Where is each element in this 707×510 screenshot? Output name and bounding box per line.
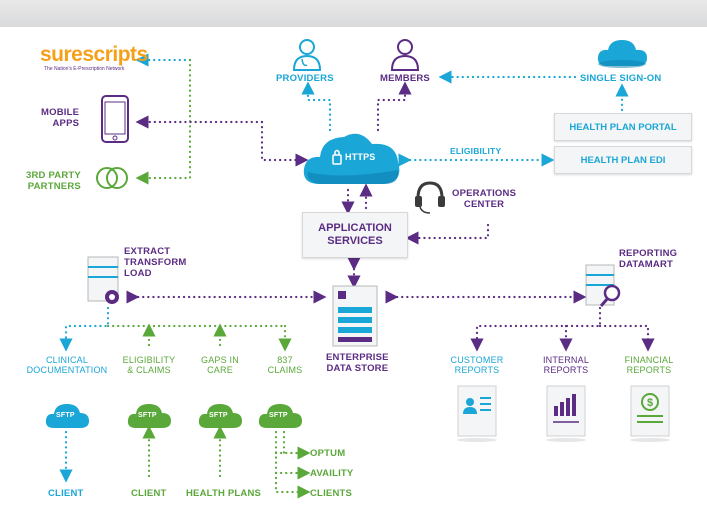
etl-label: EXTRACT TRANSFORM LOAD — [124, 246, 187, 279]
sftp-label: SFTP — [138, 412, 157, 419]
target-health-plans: HEALTH PLANS — [186, 488, 262, 499]
target-client-clinical: CLIENT — [48, 488, 84, 499]
health-plan-edi-label: HEALTH PLAN EDI — [580, 154, 666, 166]
report-title-financial: FINANCIAL REPORTS — [624, 355, 674, 375]
feed-title-eligibility: ELIGIBILITY & CLAIMS — [122, 355, 176, 375]
logo-text: surescripts — [40, 43, 148, 66]
smartphone-icon — [101, 95, 129, 143]
eligibility-label: ELIGIBILITY — [450, 146, 502, 156]
feed-title-gaps: GAPS IN CARE — [201, 355, 239, 375]
headset-icon — [415, 181, 445, 214]
connector — [598, 324, 655, 352]
application-services-box: APPLICATION SERVICES — [302, 212, 408, 258]
sftp-cloud-icon — [258, 404, 302, 428]
operations-center-label: OPERATIONS CENTER — [452, 188, 517, 210]
internal-report-document-icon — [546, 385, 586, 442]
health-plan-portal-label: HEALTH PLAN PORTAL — [569, 121, 677, 133]
feed-title-837: 837 CLAIMS — [267, 355, 303, 375]
customer-report-document-icon — [457, 385, 497, 442]
health-plan-portal-box: HEALTH PLAN PORTAL — [554, 113, 692, 141]
connector — [59, 306, 110, 352]
https-label: HTTPS — [345, 152, 376, 162]
providers-label: PROVIDERS — [276, 73, 334, 84]
connector — [405, 223, 490, 245]
application-services-label: APPLICATION SERVICES — [318, 222, 392, 247]
connector — [135, 58, 192, 185]
member-person-icon — [390, 39, 420, 71]
report-title-internal: INTERNAL REPORTS — [542, 355, 590, 375]
doctor-icon — [292, 39, 322, 71]
members-label: MEMBERS — [380, 73, 430, 84]
third-party-label: 3RD PARTY PARTNERS — [26, 170, 81, 192]
target-client-eligibility: CLIENT — [131, 488, 167, 499]
reporting-datamart-label: REPORTING DATAMART — [619, 248, 678, 270]
sftp-cloud-icon — [198, 404, 242, 428]
datamart-server-icon — [585, 264, 621, 307]
mobile-apps-label: MOBILE APPS — [41, 107, 80, 129]
surescripts-logo: surescripts The Nation's E-Prescription … — [40, 43, 148, 73]
financial-report-document-icon: $ — [630, 385, 670, 442]
connector — [376, 81, 412, 132]
data-store-server-icon — [332, 285, 378, 347]
sftp-label: SFTP — [56, 412, 75, 419]
connector — [274, 430, 311, 499]
sftp-cloud-icon — [45, 404, 89, 428]
connector — [470, 306, 602, 352]
sftp-label: SFTP — [209, 412, 228, 419]
sftp-cloud-icon — [127, 404, 171, 428]
single-sign-on-label: SINGLE SIGN-ON — [580, 73, 662, 84]
target-optum: OPTUM — [310, 448, 346, 459]
partners-rings-icon — [96, 167, 128, 189]
https-cloud-icon — [303, 133, 400, 184]
report-title-customer: CUSTOMER REPORTS — [450, 355, 504, 375]
top-banner — [0, 0, 707, 27]
svg-text:$: $ — [647, 397, 653, 409]
etl-server-icon — [87, 256, 119, 304]
target-clients: CLIENTS — [310, 488, 353, 499]
sftp-label: SFTP — [269, 412, 288, 419]
feed-title-clinical: CLINICAL DOCUMENTATION — [26, 355, 108, 375]
connector — [301, 81, 332, 132]
connector — [260, 120, 309, 167]
cloud-icon — [597, 40, 647, 68]
logo-tagline: The Nation's E-Prescription Network — [44, 66, 125, 72]
target-availity: AVAILITY — [310, 468, 354, 479]
enterprise-data-store-label: ENTERPRISE DATA STORE — [326, 352, 389, 374]
health-plan-edi-box: HEALTH PLAN EDI — [554, 146, 692, 174]
